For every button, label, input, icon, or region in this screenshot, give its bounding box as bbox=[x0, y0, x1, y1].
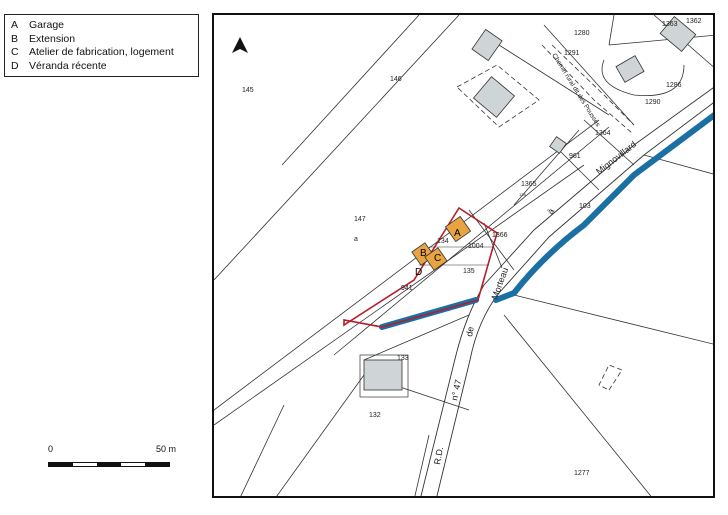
scale-segment bbox=[73, 463, 97, 466]
legend-key: D bbox=[11, 59, 19, 72]
building-c bbox=[424, 247, 448, 271]
scale-start-label: 0 bbox=[48, 444, 54, 454]
legend: A Garage B Extension C Atelier de fabric… bbox=[4, 14, 199, 77]
parcel-label: 146 bbox=[390, 76, 402, 83]
building-label-a: A bbox=[454, 228, 461, 239]
parcel-label: 941 bbox=[401, 285, 413, 292]
scale-end-label: 50 m bbox=[156, 444, 177, 454]
scale-segment bbox=[49, 463, 73, 466]
parcel-label: 1291 bbox=[564, 50, 580, 57]
parcel-label: 134 bbox=[437, 238, 449, 245]
north-arrow-icon bbox=[232, 37, 248, 53]
legend-label: Atelier de fabrication, logement bbox=[29, 46, 174, 58]
parcel-label: 133 bbox=[397, 355, 409, 362]
parcel-label: 103 bbox=[579, 203, 591, 210]
road-label-n47: n° 47 bbox=[449, 379, 463, 402]
legend-key: B bbox=[11, 32, 19, 45]
parcel-label: 132 bbox=[369, 412, 381, 419]
legend-label: Garage bbox=[29, 19, 65, 31]
parcel-label: 1004 bbox=[468, 243, 484, 250]
parcel-boundaries bbox=[214, 15, 713, 496]
parcel-label: 1365 bbox=[521, 181, 537, 188]
house bbox=[615, 55, 645, 83]
parcel-label: 145 bbox=[242, 87, 254, 94]
house-plot-outline bbox=[359, 354, 409, 398]
parcel-label: a bbox=[354, 236, 358, 243]
legend-key: C bbox=[11, 46, 19, 58]
cadastral-map: A B C D 145 146 147 a 134 1004 1366 135 … bbox=[212, 13, 715, 498]
house bbox=[472, 76, 516, 118]
parcel-label: 1277 bbox=[574, 470, 590, 477]
parcel-label: 147 bbox=[354, 216, 366, 223]
building-label-d: D bbox=[415, 267, 422, 278]
parcel-label: 1280 bbox=[574, 30, 590, 37]
map-canvas: A B C D 145 146 147 a 134 1004 1366 135 … bbox=[214, 15, 713, 496]
parcel-label: 135 bbox=[463, 268, 475, 275]
legend-item-c: C Atelier de fabrication, logement bbox=[11, 46, 192, 60]
building-label-b: B bbox=[420, 248, 427, 259]
house bbox=[549, 136, 567, 154]
parcel-label: 1362 bbox=[686, 18, 702, 25]
building-a bbox=[444, 215, 472, 243]
parcel-label: 128 bbox=[519, 192, 526, 197]
scale-segment bbox=[145, 463, 169, 466]
road-label-mignovillard: Mignovillard bbox=[594, 139, 638, 176]
legend-item-b: B Extension bbox=[11, 33, 192, 47]
legend-label: Extension bbox=[29, 32, 76, 45]
parcel-label: 1286 bbox=[666, 82, 682, 89]
house bbox=[659, 16, 697, 52]
road-label-chemin: Chemin rural dit des Pousses bbox=[550, 52, 601, 128]
parcel-label: 961 bbox=[569, 153, 581, 160]
road-label-de: de bbox=[464, 326, 476, 338]
buildings-site bbox=[411, 215, 472, 271]
chemin-rural bbox=[456, 44, 635, 391]
road-label-rd: R.D. bbox=[432, 446, 445, 465]
parcel-label: 1290 bbox=[645, 99, 661, 106]
legend-key: A bbox=[11, 19, 19, 31]
legend-item-d: D Véranda récente bbox=[11, 60, 192, 74]
legend-item-a: A Garage bbox=[11, 19, 192, 33]
scale-graduation bbox=[48, 462, 170, 467]
legend-label: Véranda récente bbox=[29, 59, 107, 72]
scale-segment bbox=[97, 463, 121, 466]
parcel-label: 1366 bbox=[492, 232, 508, 239]
building-label-c: C bbox=[434, 253, 441, 264]
road-label-a: à bbox=[545, 207, 556, 216]
scale-segment bbox=[121, 463, 145, 466]
houses bbox=[363, 16, 697, 391]
house bbox=[471, 28, 503, 62]
cul-de-sac bbox=[601, 59, 685, 97]
parcel-label: 1363 bbox=[662, 21, 678, 28]
river bbox=[379, 112, 713, 330]
house bbox=[363, 359, 403, 391]
scale-bar: 0 50 m bbox=[48, 444, 188, 474]
parcel-label: 1364 bbox=[595, 130, 611, 137]
site-outline bbox=[343, 206, 498, 328]
